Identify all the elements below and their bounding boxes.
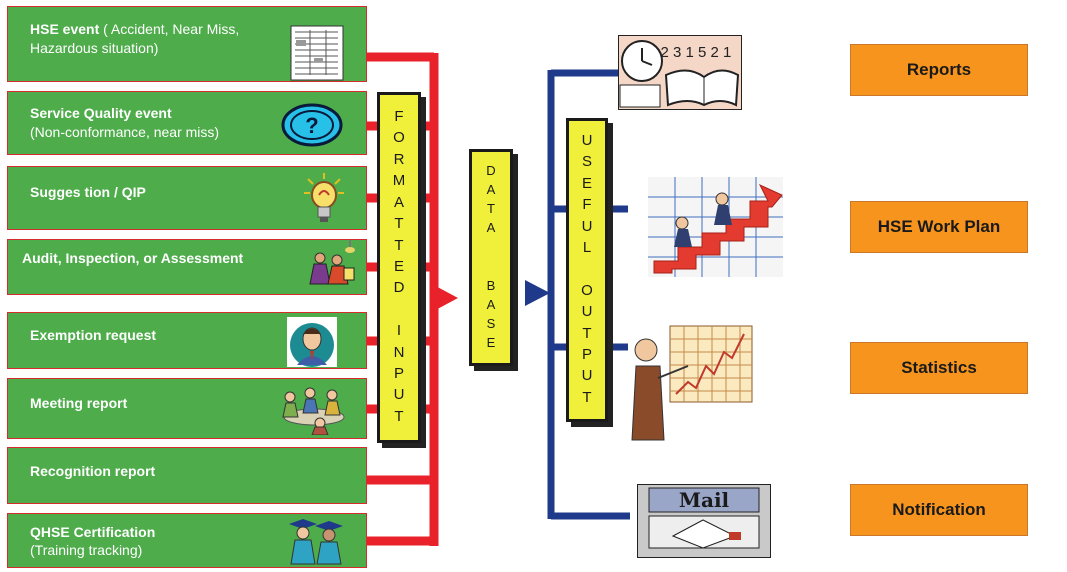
qhse-title: QHSE Certification (30, 524, 156, 540)
service-quality-line2: (Non-conformance, near miss) (30, 124, 220, 140)
formatted-letter: D (393, 279, 405, 297)
input-service-quality-event: Service Quality event (Non-conformance, … (7, 91, 367, 155)
formatted-letter: O (393, 129, 405, 147)
formatted-letter: F (394, 108, 404, 125)
output-statistics: Statistics (850, 342, 1028, 394)
blue-arrow-head (525, 280, 550, 306)
input-meeting-report: Meeting report (7, 378, 367, 439)
formatted-letter (397, 302, 401, 317)
database-letter: A (486, 296, 496, 312)
database-letter: T (487, 201, 495, 217)
useful-letter: U (581, 303, 593, 321)
mail-icon: Mail (637, 484, 771, 558)
useful-letter: U (581, 132, 593, 149)
input-qhse-certification: QHSE Certification (Training tracking) (7, 513, 367, 568)
output-reports: Reports (850, 44, 1028, 96)
formatted-letter: E (393, 257, 404, 275)
clock-numbers: 7 2 3 1 5 2 1 (648, 44, 731, 61)
hse-event-line2: Hazardous situation) (30, 40, 159, 56)
useful-letter: L (582, 239, 592, 257)
useful-letter (585, 261, 589, 276)
useful-letter: F (582, 196, 592, 214)
formatted-letter: R (393, 150, 405, 168)
useful-letter: S (581, 153, 592, 171)
suggestion-title: Sugges tion / QIP (30, 184, 146, 200)
clock-book-icon: 7 2 3 1 5 2 1 (618, 35, 742, 110)
form-document-icon (290, 25, 344, 81)
useful-letter: U (581, 367, 593, 385)
formatted-letter: U (393, 386, 405, 404)
database-letter: S (486, 315, 496, 331)
database-letter: E (486, 334, 496, 350)
database-letter (489, 260, 493, 273)
red-arrow-head (430, 283, 458, 313)
hse-event-subtitle: ( Accident, Near Miss, (99, 21, 240, 37)
person-portrait-icon (287, 317, 337, 367)
output-notification: Notification (850, 484, 1028, 536)
useful-letter: T (582, 388, 592, 406)
input-recognition-report: Recognition report (7, 447, 367, 504)
audit-title: Audit, Inspection, or Assessment (22, 250, 244, 266)
database-letter (489, 240, 493, 253)
database-letter: D (486, 163, 496, 178)
blue-output-bus (547, 69, 630, 520)
graduates-icon (289, 519, 343, 565)
database-letter: B (486, 277, 496, 293)
formatted-letter: T (394, 215, 404, 233)
hse-event-title: HSE event (30, 21, 100, 37)
formatted-letter: P (393, 365, 404, 383)
input-hse-event: HSE event ( Accident, Near Miss, Hazardo… (7, 6, 367, 82)
data-base-column: D A T A B A S E (469, 149, 513, 366)
input-audit-inspection: Audit, Inspection, or Assessment (7, 239, 367, 295)
svg-text:?: ? (305, 113, 318, 138)
useful-letter: T (582, 324, 592, 342)
formatted-letter: M (392, 172, 406, 190)
output-hse-work-plan: HSE Work Plan (850, 201, 1028, 253)
useful-letter: P (581, 346, 592, 364)
useful-letter: E (581, 174, 592, 192)
meeting-title: Meeting report (30, 395, 128, 411)
service-quality-title: Service Quality event (30, 105, 172, 121)
database-letter: A (486, 182, 496, 198)
statistics-presenter-icon (631, 325, 753, 441)
recognition-title: Recognition report (30, 463, 156, 479)
light-bulb-icon (304, 173, 344, 222)
exemption-title: Exemption request (30, 327, 157, 343)
useful-letter: O (581, 281, 593, 299)
formatted-letter: I (396, 322, 402, 340)
meeting-group-icon (282, 387, 345, 435)
question-mark-icon: ? (281, 103, 343, 147)
formatted-letter: N (393, 343, 405, 361)
formatted-letter: A (393, 193, 404, 211)
database-letter: A (486, 220, 496, 236)
formatted-input-column: F O R M A T T E D I N P U T (377, 92, 421, 443)
inspectors-icon (309, 240, 355, 285)
formatted-letter: T (394, 236, 404, 254)
input-suggestion-qip: Sugges tion / QIP (7, 166, 367, 230)
formatted-letter: T (394, 407, 404, 425)
useful-letter: U (581, 217, 593, 235)
mail-label: Mail (679, 488, 730, 512)
useful-output-column: U S E F U L O U T P U T (566, 118, 608, 422)
climbing-stairs-icon (648, 177, 783, 277)
red-input-bus (366, 52, 439, 546)
qhse-line2: (Training tracking) (30, 542, 143, 558)
input-exemption-request: Exemption request (7, 312, 367, 369)
